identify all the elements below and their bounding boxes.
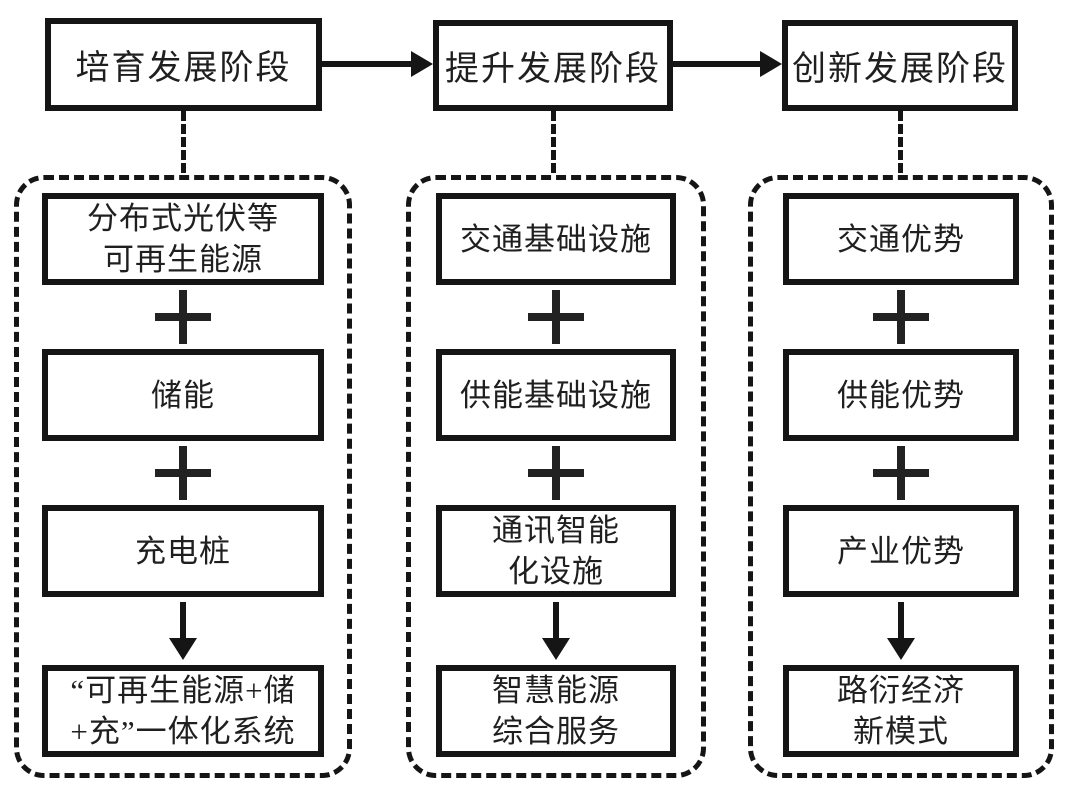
node-label-line: 产业优势: [837, 533, 965, 569]
node-label-line: 充电桩: [135, 533, 231, 569]
stage-group-enhancement: 交通基础设施 供能基础设施 通讯智能 化设施 智慧能源 综合服务: [406, 175, 706, 778]
stage-header-label: 培育发展阶段: [75, 50, 292, 87]
node-energy-supply-advantage: 供能优势: [783, 349, 1019, 441]
node-energy-storage: 储能: [42, 349, 324, 441]
arrow-down-icon: [542, 602, 570, 660]
node-label-line: 通讯智能: [492, 513, 620, 548]
dashed-connector: [551, 111, 556, 173]
node-transport-infrastructure: 交通基础设施: [436, 193, 676, 285]
arrow-down-icon: [169, 602, 197, 660]
node-label-line: 新模式: [853, 714, 949, 749]
plus-icon: [528, 446, 584, 500]
arrow-shaft: [322, 61, 413, 67]
stage-header-cultivation: 培育发展阶段: [45, 18, 322, 111]
node-label-line: 储能: [151, 377, 215, 413]
dashed-connector: [898, 111, 903, 173]
node-label-line: “可再生能源+储: [70, 673, 296, 708]
plus-icon: [873, 290, 929, 344]
arrow-head: [542, 638, 570, 660]
plus-icon: [155, 446, 211, 500]
node-smart-communication-facilities: 通讯智能 化设施: [436, 505, 676, 597]
stage-header-label: 提升发展阶段: [445, 51, 661, 88]
node-charging-pile: 充电桩: [42, 505, 324, 597]
stage-group-innovation: 交通优势 供能优势 产业优势 路衍经济 新模式: [748, 175, 1054, 778]
dashed-connector: [181, 111, 186, 173]
node-label-line: 交通基础设施: [460, 221, 652, 257]
node-integrated-system: “可再生能源+储 +充”一体化系统: [42, 665, 324, 757]
arrow-head: [760, 51, 782, 77]
node-transport-advantage: 交通优势: [783, 193, 1019, 285]
node-label-line: 交通优势: [837, 221, 965, 257]
node-label-line: 综合服务: [492, 714, 620, 749]
node-road-economy-model: 路衍经济 新模式: [783, 665, 1019, 757]
node-label-line: 供能基础设施: [460, 377, 652, 413]
node-energy-supply-infrastructure: 供能基础设施: [436, 349, 676, 441]
node-label-line: 化设施: [508, 554, 604, 589]
node-label-line: 分布式光伏等: [87, 201, 279, 236]
arrow-head: [887, 638, 915, 660]
stage-header-label: 创新发展阶段: [792, 51, 1008, 88]
stage-header-innovation: 创新发展阶段: [782, 20, 1018, 111]
stage-group-cultivation: 分布式光伏等 可再生能源 储能 充电桩 “可再生能源+储 +充”一体化系统: [14, 175, 352, 778]
node-label-line: 供能优势: [837, 377, 965, 413]
node-label-line: 路衍经济: [837, 673, 965, 708]
arrow-shaft: [673, 61, 762, 67]
node-renewable-energy: 分布式光伏等 可再生能源: [42, 193, 324, 285]
plus-icon: [873, 446, 929, 500]
node-smart-energy-services: 智慧能源 综合服务: [436, 665, 676, 757]
plus-icon: [528, 290, 584, 344]
arrow-head: [169, 638, 197, 660]
plus-icon: [155, 290, 211, 344]
arrow-head: [411, 51, 433, 77]
node-label-line: +充”一体化系统: [70, 714, 296, 749]
node-industry-advantage: 产业优势: [783, 505, 1019, 597]
arrow-down-icon: [887, 602, 915, 660]
arrow-shaft: [180, 602, 186, 640]
node-label-line: 智慧能源: [492, 673, 620, 708]
arrow-shaft: [553, 602, 559, 640]
stage-header-enhancement: 提升发展阶段: [433, 20, 673, 111]
node-label-line: 可再生能源: [103, 242, 263, 277]
arrow-shaft: [898, 602, 904, 640]
